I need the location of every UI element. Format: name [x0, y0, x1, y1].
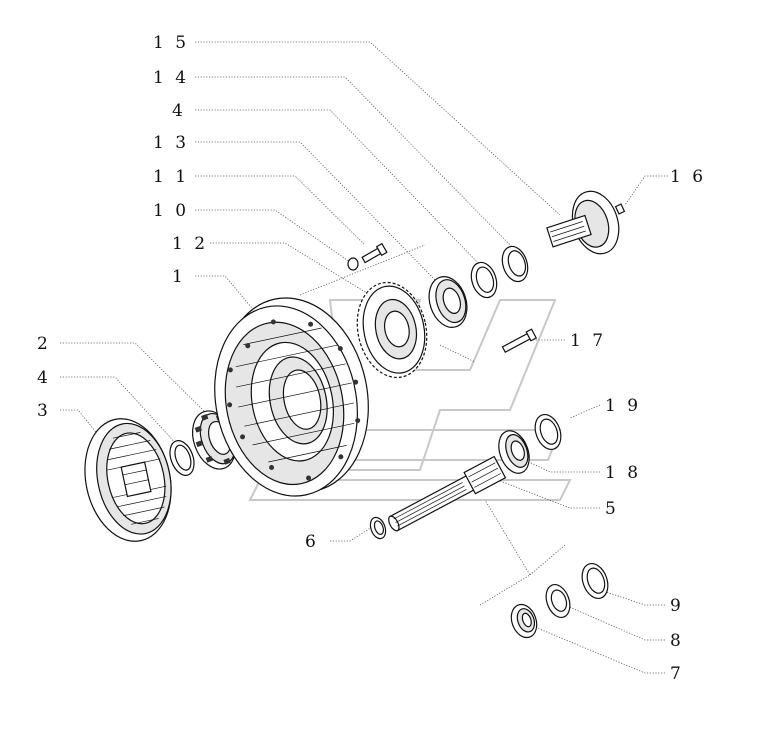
callout-11: 1 1: [153, 167, 189, 187]
callout-8: 8: [670, 631, 684, 651]
callout-16: 1 6: [670, 167, 706, 187]
part-8-ring: [545, 583, 571, 619]
part-10-washer: [347, 257, 359, 271]
part-1-ring-gear-hub: [214, 297, 369, 497]
callout-7: 7: [670, 664, 684, 684]
callout-10: 1 0: [153, 201, 189, 221]
part-5-splined-shaft: [388, 455, 507, 532]
part-9-snap-ring: [581, 562, 609, 600]
leader-lines: [60, 41, 668, 674]
part-12-spur-gear: [356, 281, 428, 379]
part-11-bolt: [361, 242, 388, 264]
callout-4-upper: 4: [172, 101, 186, 121]
callout-18: 1 8: [605, 463, 641, 483]
callout-4-left: 4: [37, 368, 51, 388]
part-18-bearing: [498, 430, 530, 474]
callout-3: 3: [37, 401, 51, 421]
callout-9: 9: [670, 596, 684, 616]
part-19-snap-ring: [534, 413, 562, 451]
callout-labels: 1 5 1 4 4 1 3 1 1 1 0 1 2 1 2 4 3 1 6 1 …: [37, 33, 706, 684]
callout-5: 5: [605, 499, 619, 519]
part-6-ring: [369, 516, 387, 540]
callout-14: 1 4: [153, 68, 189, 88]
part-13-bearing: [428, 276, 468, 328]
part-4-snap-ring-left: [169, 440, 195, 476]
part-7-bearing: [510, 603, 538, 639]
callout-13: 1 3: [153, 133, 189, 153]
callout-2: 2: [37, 334, 51, 354]
part-15-shaft-flange: [546, 190, 620, 255]
part-4-ring-upper: [470, 261, 498, 299]
part-17-bolt: [501, 328, 538, 353]
callout-1: 1: [172, 267, 186, 287]
callout-12: 1 2: [172, 234, 208, 254]
callout-15: 1 5: [153, 33, 189, 53]
part-14-ring: [501, 245, 529, 283]
callout-17: 1 7: [570, 331, 606, 351]
part-16-pin: [614, 203, 626, 215]
part-3-flange: [84, 418, 172, 542]
callout-19: 1 9: [605, 396, 641, 416]
callout-6: 6: [305, 532, 319, 552]
